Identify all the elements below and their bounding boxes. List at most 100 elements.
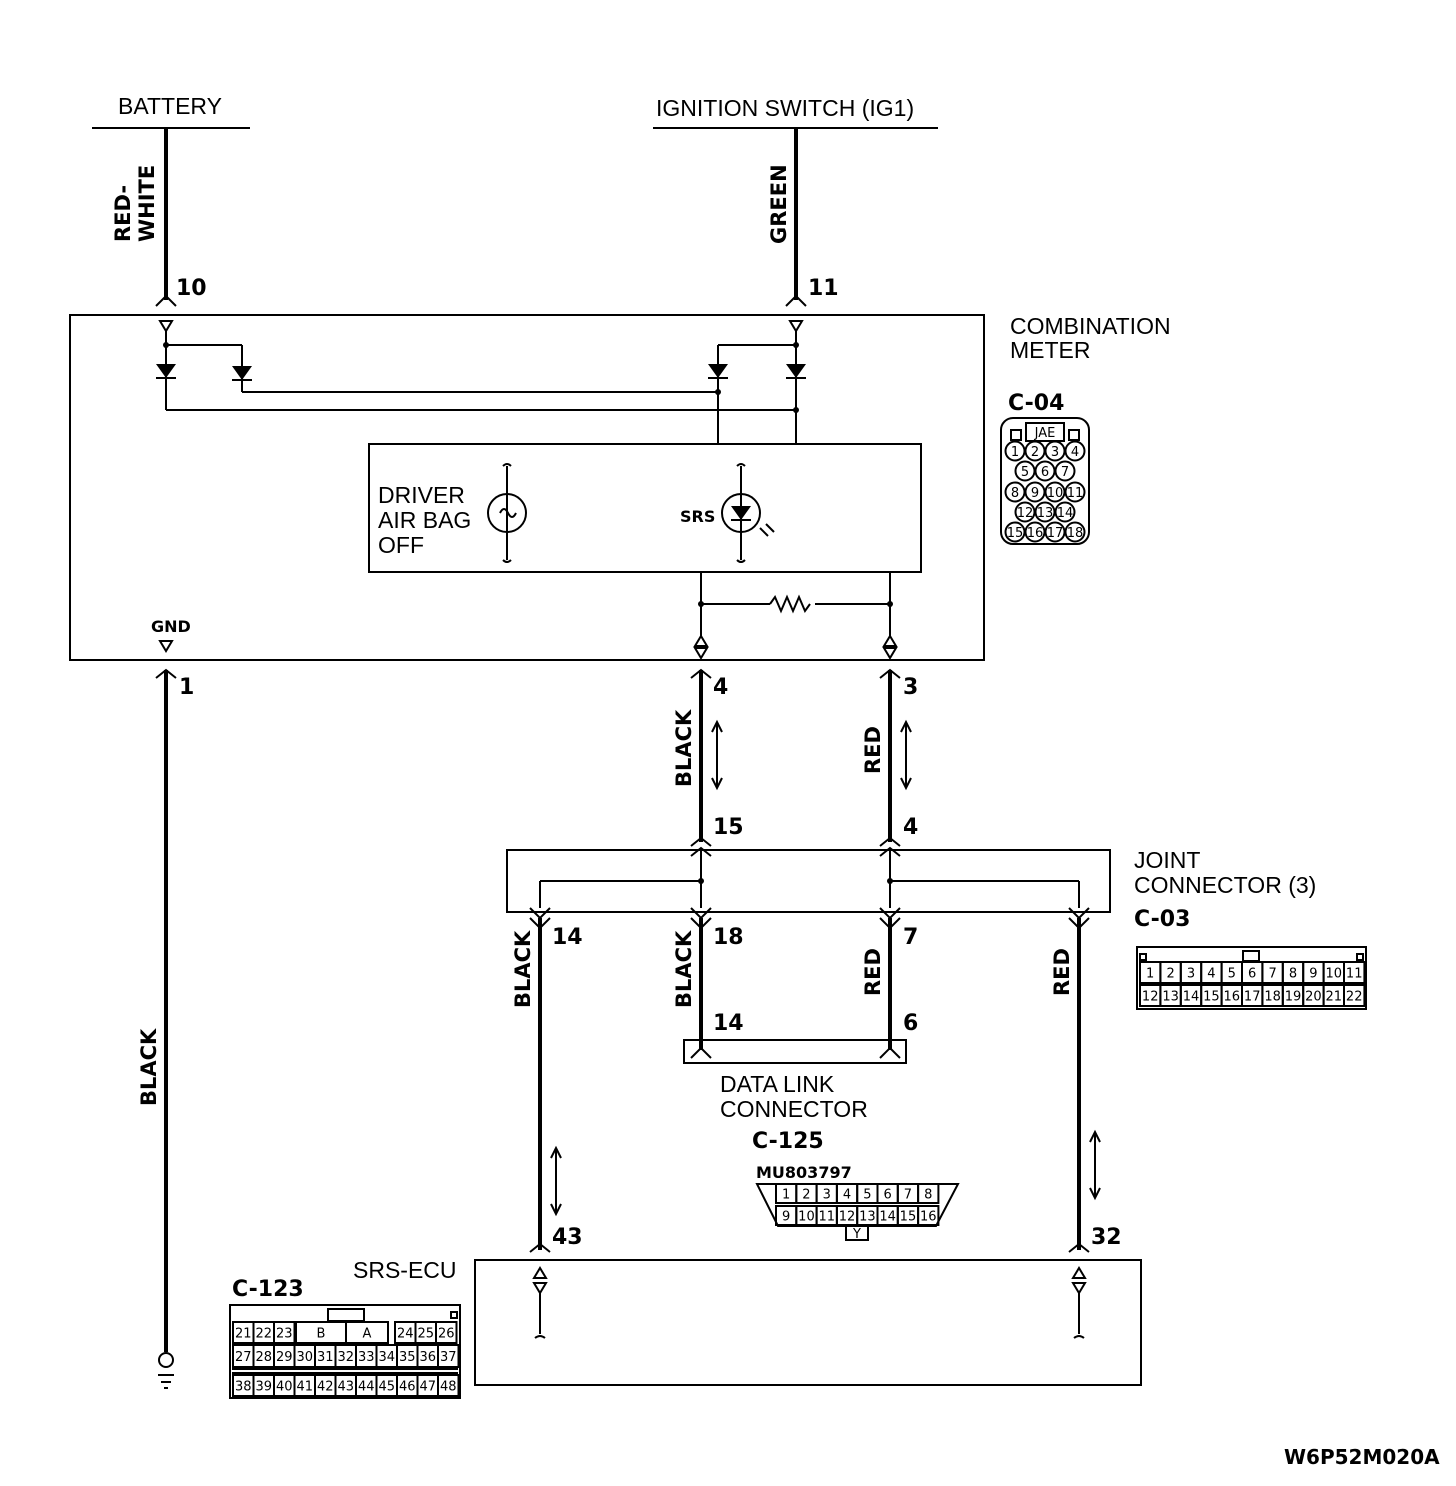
pin-cell: [345, 1321, 389, 1344]
diode-4: [786, 364, 806, 379]
pin-10-connector: [155, 294, 177, 307]
pin-number: 9: [782, 1210, 790, 1225]
pin-4b-connector: [879, 836, 901, 847]
srs-warning-led-icon: [721, 463, 775, 563]
pin-number: 13: [1162, 990, 1179, 1005]
pin-number: 7: [1061, 465, 1069, 480]
junction-dot: [793, 342, 799, 348]
pin-number: 27: [235, 1350, 252, 1365]
data-link-label: DATA LINK: [720, 1071, 835, 1097]
wire-label-green: GREEN: [767, 164, 791, 244]
c125-part-number: MU803797: [756, 1163, 852, 1182]
wire-label-red-1: RED: [861, 726, 885, 774]
pin-number: 31: [317, 1350, 334, 1365]
pin-number: 4: [1207, 967, 1215, 982]
pin-4b: 4: [903, 815, 918, 840]
pin-number: 9: [1031, 486, 1039, 501]
pin-cell: [917, 1205, 940, 1226]
bidirectional-arrow-icon: [711, 719, 723, 791]
junction-dot: [163, 342, 169, 348]
driver-airbag-label-2: AIR BAG: [378, 507, 471, 533]
pin-number: 19: [1285, 990, 1302, 1005]
pin-cell: [1343, 984, 1366, 1007]
pin-11-connector: [785, 294, 807, 307]
srs-lamp-label: SRS: [680, 507, 715, 526]
pin-number: 10: [798, 1210, 815, 1225]
wire-label-red-2: RED: [861, 948, 885, 996]
pin-number: 15: [900, 1210, 917, 1225]
pin-18: 18: [713, 925, 744, 950]
driver-airbag-label-1: DRIVER: [378, 482, 465, 508]
ignition-source: IGNITION SWITCH (IG1): [653, 95, 938, 129]
pin-number: 7: [904, 1188, 912, 1203]
pin-number: 43: [337, 1380, 354, 1395]
pin-number: 15: [1007, 526, 1024, 541]
pin-number: 6: [884, 1188, 892, 1203]
pin-cell: [1054, 460, 1076, 482]
pin-number: 4: [1071, 445, 1079, 460]
pin-number: 3: [1051, 445, 1059, 460]
c125-key: Y: [852, 1227, 861, 1242]
pin-number: 9: [1309, 967, 1317, 982]
combination-meter-label-2: METER: [1010, 337, 1091, 363]
pin-6: 6: [903, 1011, 918, 1036]
pin-number: 21: [235, 1327, 252, 1342]
pin-number: 15: [1203, 990, 1220, 1005]
wire-label-black-2: BLACK: [511, 930, 535, 1008]
pin-number: 18: [1264, 990, 1281, 1005]
junction-dot: [887, 878, 893, 884]
terminal-marker: [158, 320, 174, 333]
pin-number: 6: [1248, 967, 1256, 982]
pin-number: 10: [1326, 967, 1343, 982]
terminal-marker: [158, 640, 174, 653]
pin-number: 14: [1183, 990, 1200, 1005]
pin-number: 11: [1346, 967, 1363, 982]
pin-cell: [1064, 481, 1086, 503]
pin-number: 20: [1305, 990, 1322, 1005]
pin-number: 8: [1011, 486, 1019, 501]
pin-number: 30: [296, 1350, 313, 1365]
pin-number: 11: [818, 1210, 835, 1225]
pin-number: 48: [440, 1380, 457, 1395]
joint-connector-box: [506, 849, 1111, 913]
pin-number: 42: [317, 1380, 334, 1395]
pin-number: 16: [1224, 990, 1241, 1005]
pin-10: 10: [176, 276, 207, 301]
c04-jae: JAE: [1034, 426, 1056, 441]
pin-number: 33: [358, 1350, 375, 1365]
junction-dot: [887, 601, 893, 607]
diode-2: [232, 366, 252, 381]
c125-label: C-125: [752, 1129, 824, 1154]
indicator-box: [368, 443, 922, 573]
joint-connector-label-2: CONNECTOR (3): [1134, 872, 1316, 898]
pin-number: 39: [255, 1380, 272, 1395]
wire-label-black-gnd: BLACK: [137, 1028, 161, 1106]
ground-icon: [158, 1352, 174, 1389]
pin-number: 8: [1289, 967, 1297, 982]
pin-number: 16: [1027, 526, 1044, 541]
terminal-marker: [882, 634, 898, 660]
pin-number: 17: [1244, 990, 1261, 1005]
pin-number: B: [317, 1327, 326, 1342]
pin-number: 37: [440, 1350, 457, 1365]
pin-number: 1: [1146, 967, 1154, 982]
bidirectional-arrow-icon: [1089, 1129, 1101, 1201]
pin-number: 29: [276, 1350, 293, 1365]
pin-number: 14: [879, 1210, 896, 1225]
pin-number: 44: [358, 1380, 375, 1395]
pin-15-connector-inner: [690, 846, 712, 857]
pin-number: 5: [1021, 465, 1029, 480]
pin-3: 3: [903, 675, 918, 700]
pin-cell: [1064, 521, 1086, 543]
pin-number: 12: [839, 1210, 856, 1225]
pin-32: 32: [1091, 1225, 1122, 1250]
resistor-icon: [769, 594, 811, 614]
pin-number: 25: [417, 1327, 434, 1342]
pin-15-connector: [690, 836, 712, 847]
pin-number: 14: [1057, 506, 1074, 521]
pin-11: 11: [808, 276, 839, 301]
pin-number: 13: [1037, 506, 1054, 521]
pin-number: 22: [255, 1327, 272, 1342]
pin-4: 4: [713, 675, 728, 700]
c123-connector-face: [229, 1304, 461, 1399]
